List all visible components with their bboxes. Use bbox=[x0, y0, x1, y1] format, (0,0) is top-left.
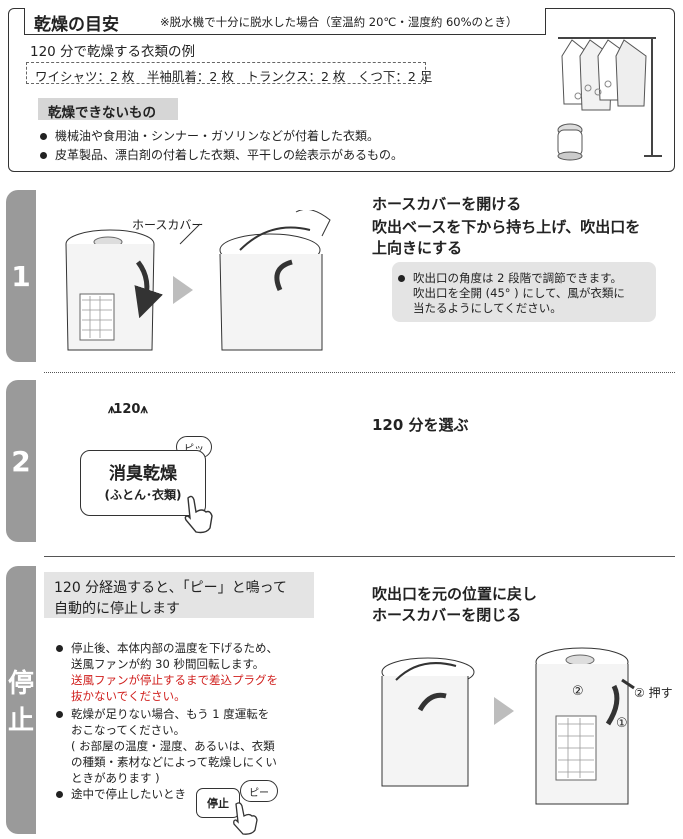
stop-bullet-3: 途中で停止したいとき bbox=[56, 786, 186, 802]
step-2-heading: 120 分を選ぶ bbox=[372, 416, 469, 434]
stop-heading-1: 吹出口を元の位置に戻し bbox=[372, 585, 538, 603]
section-divider bbox=[44, 556, 675, 557]
stop-bullet-1-cont: 送風ファンが約 30 秒間回転します。 bbox=[71, 657, 265, 671]
cannot-dry-label: 乾燥できないもの bbox=[38, 98, 178, 121]
button-label: 消臭乾燥 bbox=[109, 464, 177, 484]
cannot-dry-item: 皮革製品、漂白剤の付着した衣類、平干しの絵表示があるもの。 bbox=[40, 146, 403, 163]
cannot-dry-item: 機械油や食用油・シンナー・ガソリンなどが付着した衣類。 bbox=[40, 127, 379, 144]
step-divider bbox=[44, 372, 675, 373]
pointing-hand-icon bbox=[184, 495, 213, 534]
stop-bullet-2-cont: の種類・素材などによって乾燥しにくい bbox=[71, 755, 277, 769]
example-title: 120 分で乾燥する衣類の例 bbox=[30, 44, 196, 60]
drying-guide-note: ※脱水機で十分に脱水した場合（室温約 20℃・湿度約 60%のとき） bbox=[160, 15, 518, 29]
example-items: ワイシャツ：2 枚 半袖肌着：2 枚 トランクス：2 枚 くつ下：2 足 bbox=[26, 62, 432, 84]
auto-stop-panel bbox=[44, 572, 314, 618]
auto-stop-line-1: 120 分経過すると、「ピー」と鳴って bbox=[54, 580, 287, 596]
display-readout: ⩚120⩚ bbox=[108, 402, 148, 417]
stop-bullet-1: 停止後、本体内部の温度を下げるため、 bbox=[56, 640, 278, 656]
button-sublabel: (ふとん･衣類) bbox=[104, 488, 182, 502]
step-1-tab: 1 bbox=[6, 190, 36, 362]
stop-arrow bbox=[494, 697, 514, 725]
stop-bullet-2-cont: ( お部屋の温度・湿度、あるいは、衣類 bbox=[71, 739, 275, 753]
stop-heading-2: ホースカバーを閉じる bbox=[372, 606, 522, 624]
stop-tab: 停止 bbox=[6, 566, 36, 834]
deodorize-dry-button[interactable]: 消臭乾燥 (ふとん･衣類) bbox=[80, 450, 206, 516]
step-1-note-panel bbox=[392, 262, 656, 322]
step-1-note-2: 吹出口を全開 (45° ) にして、風が衣類に bbox=[413, 286, 625, 300]
mark-2: ② bbox=[572, 684, 584, 699]
mark-2-push: ② 押す bbox=[634, 686, 673, 700]
stop-button[interactable]: 停止 bbox=[196, 788, 240, 818]
stop-warning-1: 送風ファンが停止するまで差込プラグを bbox=[71, 673, 278, 687]
step-1-note-3: 当たるようにしてください。 bbox=[413, 301, 562, 315]
mark-1: ① bbox=[616, 716, 628, 731]
stop-bullet-2: 乾燥が足りない場合、もう 1 度運転を bbox=[56, 706, 269, 722]
step-1-arrow bbox=[173, 276, 193, 304]
step-2-tab: 2 bbox=[6, 380, 36, 542]
step-1-illustration bbox=[65, 210, 331, 351]
stop-bullet-2-cont: おこなってください。 bbox=[71, 723, 186, 737]
step-1-heading-2: 吹出ベースを下から持ち上げ、吹出口を bbox=[372, 218, 641, 236]
stop-illustration bbox=[381, 647, 635, 805]
pointing-hand-icon bbox=[233, 802, 258, 835]
clothes-rack-illustration bbox=[557, 37, 662, 161]
step-1-heading-1: ホースカバーを開ける bbox=[372, 195, 522, 213]
drying-guide-title: 乾燥の目安 bbox=[34, 15, 119, 35]
step-1-heading-3: 上向きにする bbox=[372, 239, 463, 257]
auto-stop-line-2: 自動的に停止します bbox=[54, 601, 180, 617]
stop-beep-bubble: ピー bbox=[240, 780, 278, 802]
drying-guide-header bbox=[24, 8, 546, 35]
stop-bullet-2-cont: ときがあります ) bbox=[71, 771, 160, 785]
hose-cover-label: ホースカバー bbox=[132, 218, 204, 232]
stop-warning-2: 抜かないでください。 bbox=[71, 689, 186, 703]
step-1-note-1: 吹出口の角度は 2 段階で調節できます。 bbox=[398, 270, 622, 286]
